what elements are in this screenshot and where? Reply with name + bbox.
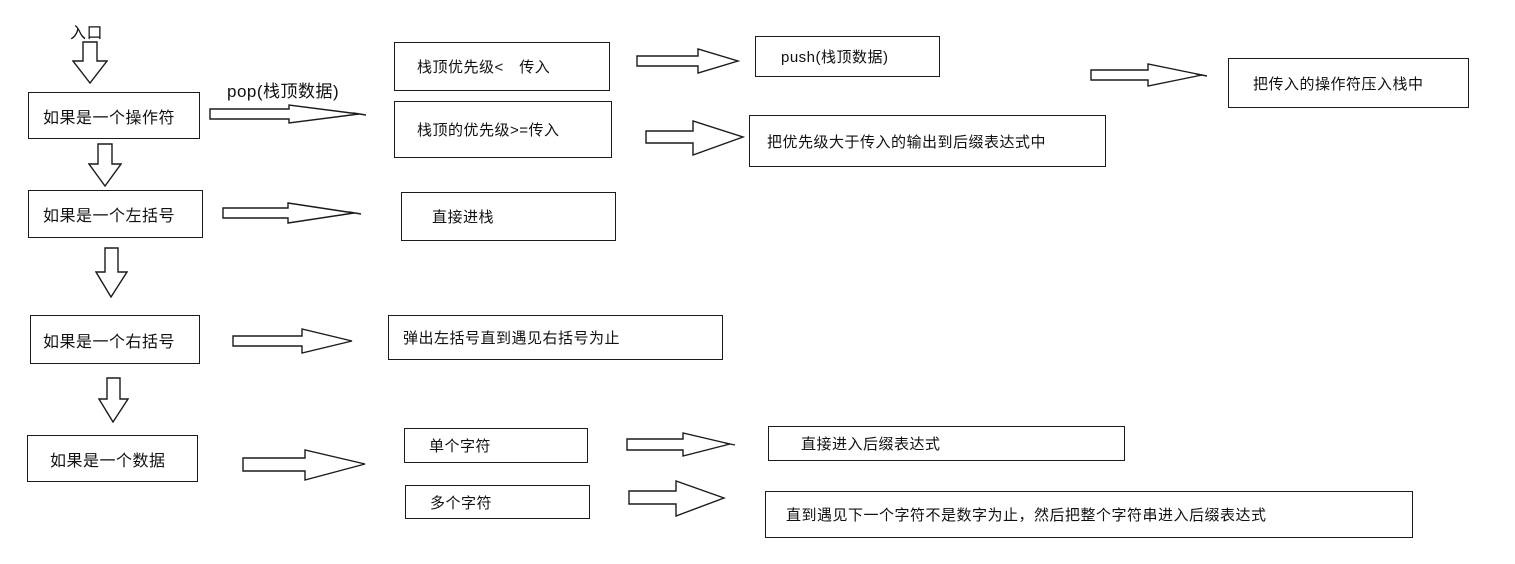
arrow-right-pop-icon [209, 103, 367, 125]
node-push-top-label: push(栈顶数据) [781, 49, 889, 66]
arrow-right-ge-to-output-icon [645, 119, 745, 156]
arrow-right-rightparen-to-popuntil-icon [232, 326, 354, 356]
arrow-down-operator-to-leftparen-icon [88, 143, 122, 187]
arrow-right-lt-to-push-icon [636, 47, 740, 75]
arrow-right-multi-to-untildigit-icon [628, 479, 726, 517]
node-output-higher-label: 把优先级大于传入的输出到后缀表达式中 [767, 133, 1047, 151]
node-direct-postfix: 直接进入后缀表达式 [768, 426, 1125, 461]
node-push-incoming: 把传入的操作符压入栈中 [1228, 58, 1469, 108]
arrow-down-entry-to-operator-icon [72, 41, 108, 84]
node-push-top: push(栈顶数据) [755, 36, 940, 77]
node-if-right-paren-label: 如果是一个右括号 [43, 333, 176, 351]
node-if-left-paren-label: 如果是一个左括号 [43, 208, 176, 225]
node-stack-top-ge-label: 栈顶的优先级>=传入 [417, 122, 560, 139]
arrow-right-single-to-postfix-icon [626, 431, 736, 458]
node-multi-char: 多个字符 [405, 485, 590, 519]
node-if-operator: 如果是一个操作符 [28, 92, 200, 139]
node-pop-until-right: 弹出左括号直到遇见右括号为止 [388, 315, 723, 360]
node-output-higher: 把优先级大于传入的输出到后缀表达式中 [749, 115, 1106, 167]
node-push-direct: 直接进栈 [401, 192, 616, 241]
node-until-non-digit: 直到遇见下一个字符不是数字为止，然后把整个字符串进入后缀表达式 [765, 491, 1413, 538]
node-direct-postfix-label: 直接进入后缀表达式 [801, 436, 941, 453]
node-stack-top-lt: 栈顶优先级< 传入 [394, 42, 610, 91]
node-stack-top-ge: 栈顶的优先级>=传入 [394, 101, 612, 158]
node-push-direct-label: 直接进栈 [432, 209, 495, 226]
pop-edge-label: pop(栈顶数据) [227, 82, 340, 101]
node-if-data: 如果是一个数据 [27, 435, 198, 482]
node-single-char-label: 单个字符 [429, 438, 492, 455]
node-until-non-digit-label: 直到遇见下一个字符不是数字为止，然后把整个字符串进入后缀表达式 [786, 507, 1267, 524]
node-multi-char-label: 多个字符 [430, 494, 493, 512]
arrow-right-push-to-stack-icon [1090, 62, 1208, 88]
arrow-right-data-to-chars-icon [242, 448, 367, 481]
node-if-data-label: 如果是一个数据 [50, 452, 166, 470]
node-single-char: 单个字符 [404, 428, 588, 463]
arrow-down-rightparen-to-data-icon [98, 377, 129, 423]
node-push-incoming-label: 把传入的操作符压入栈中 [1253, 75, 1424, 93]
entry-label: 入口 [70, 25, 104, 42]
arrow-down-leftparen-to-rightparen-icon [95, 247, 128, 298]
arrow-right-leftparen-to-push-icon [222, 201, 362, 225]
node-if-right-paren: 如果是一个右括号 [30, 315, 200, 364]
node-if-operator-label: 如果是一个操作符 [43, 109, 176, 127]
node-if-left-paren: 如果是一个左括号 [28, 190, 203, 238]
node-stack-top-lt-label: 栈顶优先级< 传入 [417, 59, 551, 76]
node-pop-until-right-label: 弹出左括号直到遇见右括号为止 [403, 330, 621, 347]
